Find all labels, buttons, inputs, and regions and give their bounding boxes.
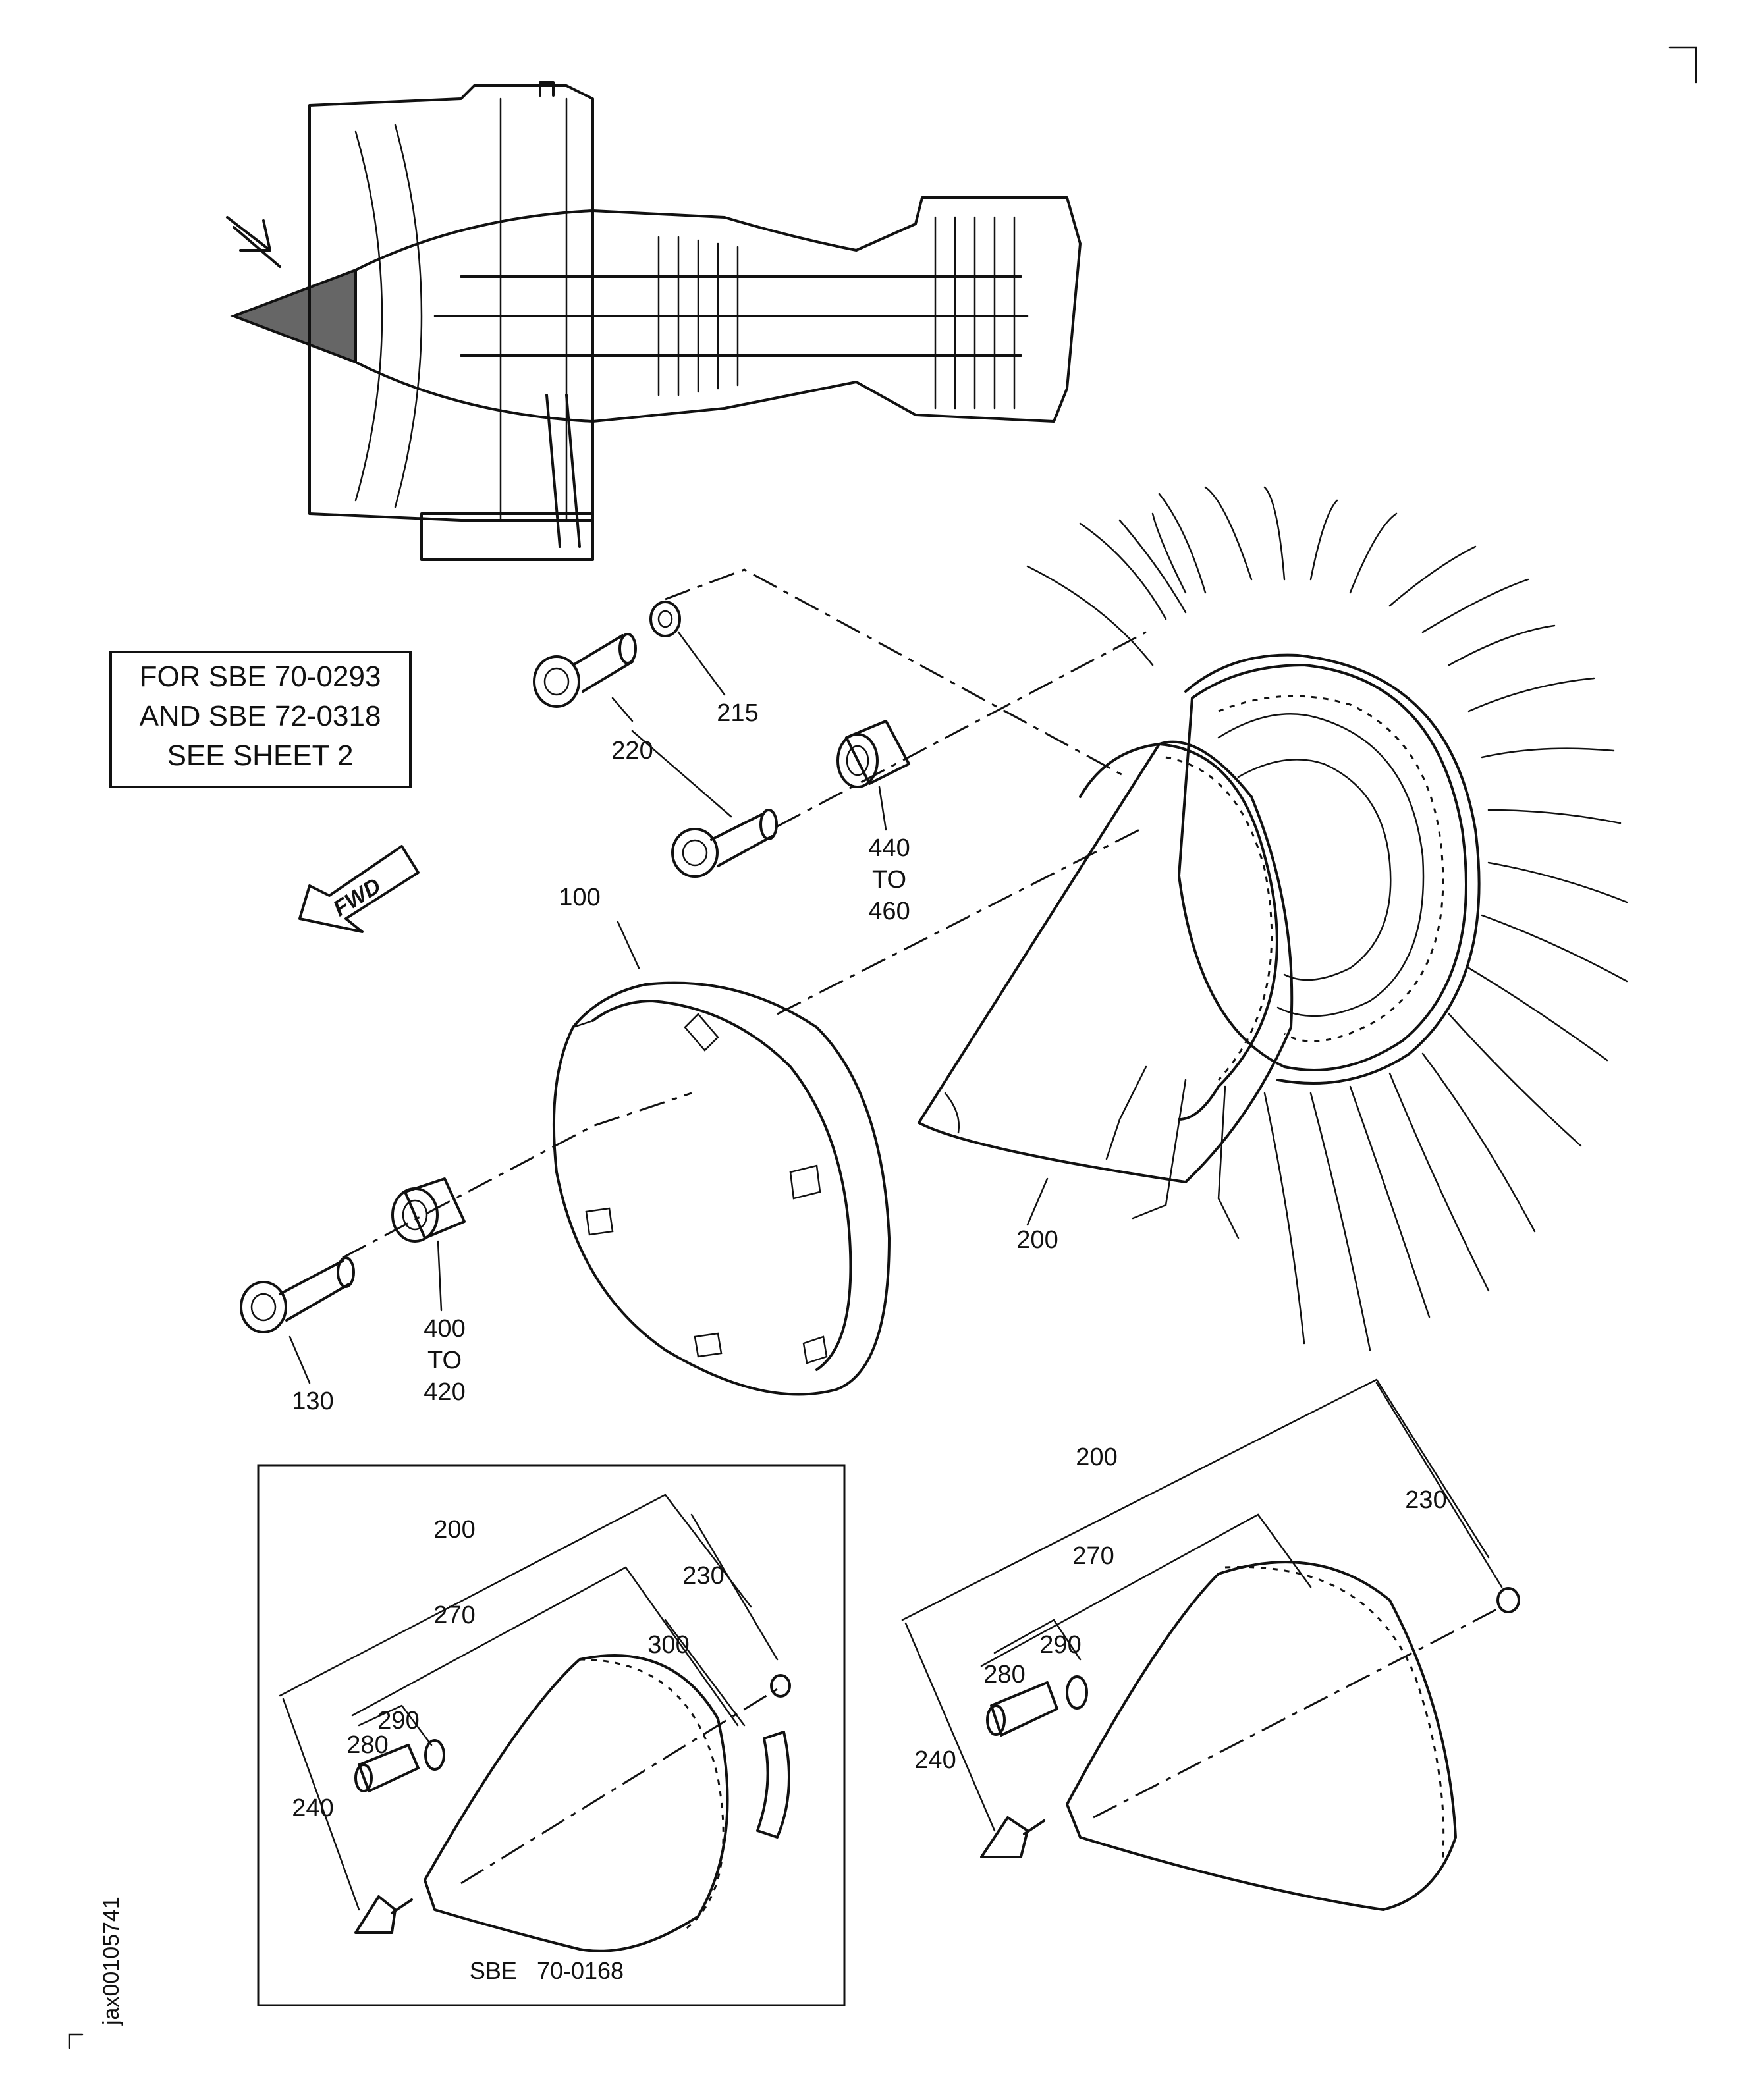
detail-right-callout-240: 240 <box>914 1746 956 1774</box>
leader-100 <box>617 921 640 969</box>
leader-220-b <box>631 730 732 818</box>
detail-right-callout-230: 230 <box>1405 1486 1446 1514</box>
figure-id-mark <box>68 2033 84 2049</box>
detail-right-callout-290: 290 <box>1039 1631 1081 1659</box>
detail-left-callout-230: 230 <box>682 1562 724 1590</box>
detail-right-callout-280: 280 <box>983 1661 1025 1688</box>
note-line-1: FOR SBE 70-0293 <box>140 660 381 693</box>
leader-220-a <box>611 697 634 722</box>
fan-blade-outline-2 <box>394 124 423 508</box>
bolt-130 <box>240 1256 355 1333</box>
leader-130 <box>288 1335 311 1384</box>
callout-440-to: TO <box>872 866 906 894</box>
fan-blade-outline <box>354 130 383 502</box>
leader-440 <box>878 786 887 831</box>
centerline-bolt-130 <box>342 1092 692 1259</box>
fan-rotor-blades <box>1026 486 1628 1351</box>
main-shaft <box>460 275 1022 357</box>
detail-left-callout-270: 270 <box>433 1602 475 1629</box>
spacer-400-420 <box>391 1177 466 1243</box>
bracket-290-280-right <box>993 1619 1082 1661</box>
bolt-220-lower <box>671 809 778 878</box>
centerline-detail-right <box>1093 1605 1502 1819</box>
note-frame <box>109 651 412 788</box>
detail-sbe-70-0168 <box>257 1464 846 2006</box>
washer-215 <box>649 601 681 637</box>
locator-arrow-shaft <box>233 226 281 268</box>
detail-right-spinner <box>901 1378 1520 1911</box>
spinner-fairing-ring-100 <box>552 981 891 1396</box>
bracket-270 <box>351 1566 739 1727</box>
detail-left-caption: SBE 70-0168 <box>470 1957 624 1984</box>
note-box: FOR SBE 70-0293 AND SBE 72-0318 SEE SHEE… <box>109 651 412 788</box>
leader-240-left <box>282 1698 360 1911</box>
detail-left-callout-280: 280 <box>346 1731 388 1759</box>
callout-220: 220 <box>611 737 653 765</box>
centerline-upper <box>665 568 1127 778</box>
callout-215: 215 <box>717 699 758 727</box>
fwd-label: FWD <box>329 873 385 921</box>
note-line-3: SEE SHEET 2 <box>167 740 354 772</box>
spinner-locator-shading <box>230 268 357 364</box>
core-engine-outline <box>354 196 1082 423</box>
detail-right-callout-200: 200 <box>1076 1443 1117 1471</box>
spinner-cone-200 <box>918 740 1294 1183</box>
crop-mark <box>1668 46 1697 84</box>
leader-240-right <box>904 1622 996 1832</box>
fan-disk <box>1178 653 1481 1085</box>
centerline-bolt-lower <box>777 631 1147 828</box>
spacer-440-460 <box>836 720 910 788</box>
detail-frame <box>257 1464 846 2006</box>
leader-230-left <box>690 1513 779 1661</box>
engine-cross-section <box>226 81 1082 561</box>
bolt-220-upper <box>533 633 637 708</box>
callout-100: 100 <box>559 884 600 911</box>
bracket-290-280 <box>358 1704 433 1746</box>
radial-drive-shaft <box>545 394 581 548</box>
detail-left-callout-290: 290 <box>377 1707 419 1735</box>
compressor-stages <box>657 216 1016 410</box>
centerline-detail-left <box>460 1688 778 1885</box>
callout-130: 130 <box>292 1387 333 1415</box>
note-line-2: AND SBE 72-0318 <box>140 700 381 732</box>
centerline-ring <box>777 828 1140 1015</box>
leader-300 <box>664 1619 746 1727</box>
fwd-arrow-icon: FWD <box>298 845 420 933</box>
leader-400 <box>437 1240 443 1312</box>
figure-id: jax00105741 <box>99 1897 124 2026</box>
accessory-gearbox <box>420 512 594 561</box>
spinner-tip-angle <box>944 1092 960 1134</box>
detail-left-callout-240: 240 <box>292 1794 333 1822</box>
fan-frame-struts <box>499 97 568 522</box>
leader-215 <box>677 631 726 696</box>
callout-400-to: TO <box>427 1347 462 1374</box>
detail-left-callout-300: 300 <box>647 1631 689 1659</box>
fan-case <box>308 84 594 522</box>
detail-right-callout-270: 270 <box>1072 1542 1114 1570</box>
callout-400: 400 <box>424 1315 465 1343</box>
leader-230-right <box>1375 1382 1503 1588</box>
bracket-270-right <box>980 1513 1312 1667</box>
leader-200-main <box>1026 1177 1049 1226</box>
bracket-200 <box>279 1494 752 1697</box>
callout-440: 440 <box>868 834 910 862</box>
locator-arrow-icon <box>226 216 271 252</box>
case-flange <box>539 81 555 97</box>
detail-left-callout-200: 200 <box>433 1516 475 1544</box>
callout-200-main: 200 <box>1016 1226 1058 1254</box>
callout-460: 460 <box>868 898 910 925</box>
bracket-200-right <box>901 1378 1490 1621</box>
callout-420: 420 <box>424 1378 465 1406</box>
